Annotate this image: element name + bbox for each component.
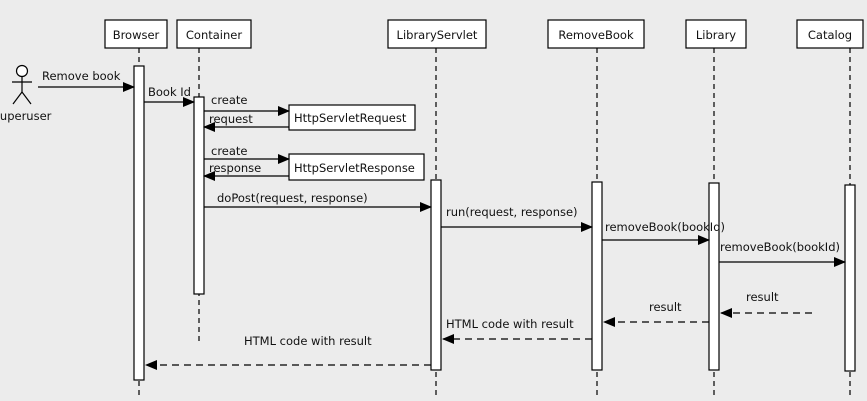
run-label: run(request, response)	[446, 205, 578, 219]
browser-label: Browser	[113, 28, 160, 42]
container-activation	[193, 96, 205, 295]
library-box	[685, 19, 747, 49]
catalog-activation	[844, 184, 856, 372]
response-return-label: response	[209, 161, 261, 175]
removebook-box	[547, 19, 645, 49]
container-box	[176, 19, 252, 49]
servlet-activation	[430, 179, 442, 371]
servlet-label: LibraryServlet	[397, 28, 478, 42]
response-object-box	[288, 153, 425, 181]
browser-activation	[133, 65, 145, 381]
remove-book-catalog-label: removeBook(bookId)	[720, 240, 840, 254]
request-return-label: request	[209, 112, 253, 126]
catalog-label: Catalog	[808, 28, 852, 42]
removebook-label: RemoveBook	[558, 28, 634, 42]
create-request-label: create	[211, 93, 248, 107]
request-object-label: HttpServletRequest	[294, 111, 407, 125]
library-label: Library	[696, 28, 736, 42]
result-catalog-label: result	[746, 290, 779, 304]
library-activation	[708, 182, 720, 371]
container-label: Container	[186, 28, 242, 42]
request-object-box	[288, 104, 416, 131]
browser-box	[104, 19, 168, 49]
result-library-label: result	[649, 300, 682, 314]
removebook-activation	[591, 181, 603, 371]
catalog-box	[796, 19, 864, 49]
superuser-actor-icon	[12, 64, 32, 105]
remove-book-label: Remove book	[42, 69, 121, 83]
response-object-label: HttpServletResponse	[294, 161, 415, 175]
servlet-box	[387, 19, 487, 49]
superuser-label: Superuser	[0, 109, 52, 123]
html-removebook-label: HTML code with result	[446, 317, 574, 331]
create-response-label: create	[211, 144, 248, 158]
do-post-label: doPost(request, response)	[217, 191, 368, 205]
book-id-label: Book Id	[148, 85, 191, 99]
html-servlet-label: HTML code with result	[244, 334, 372, 348]
remove-book-library-label: removeBook(bookId)	[605, 220, 725, 234]
